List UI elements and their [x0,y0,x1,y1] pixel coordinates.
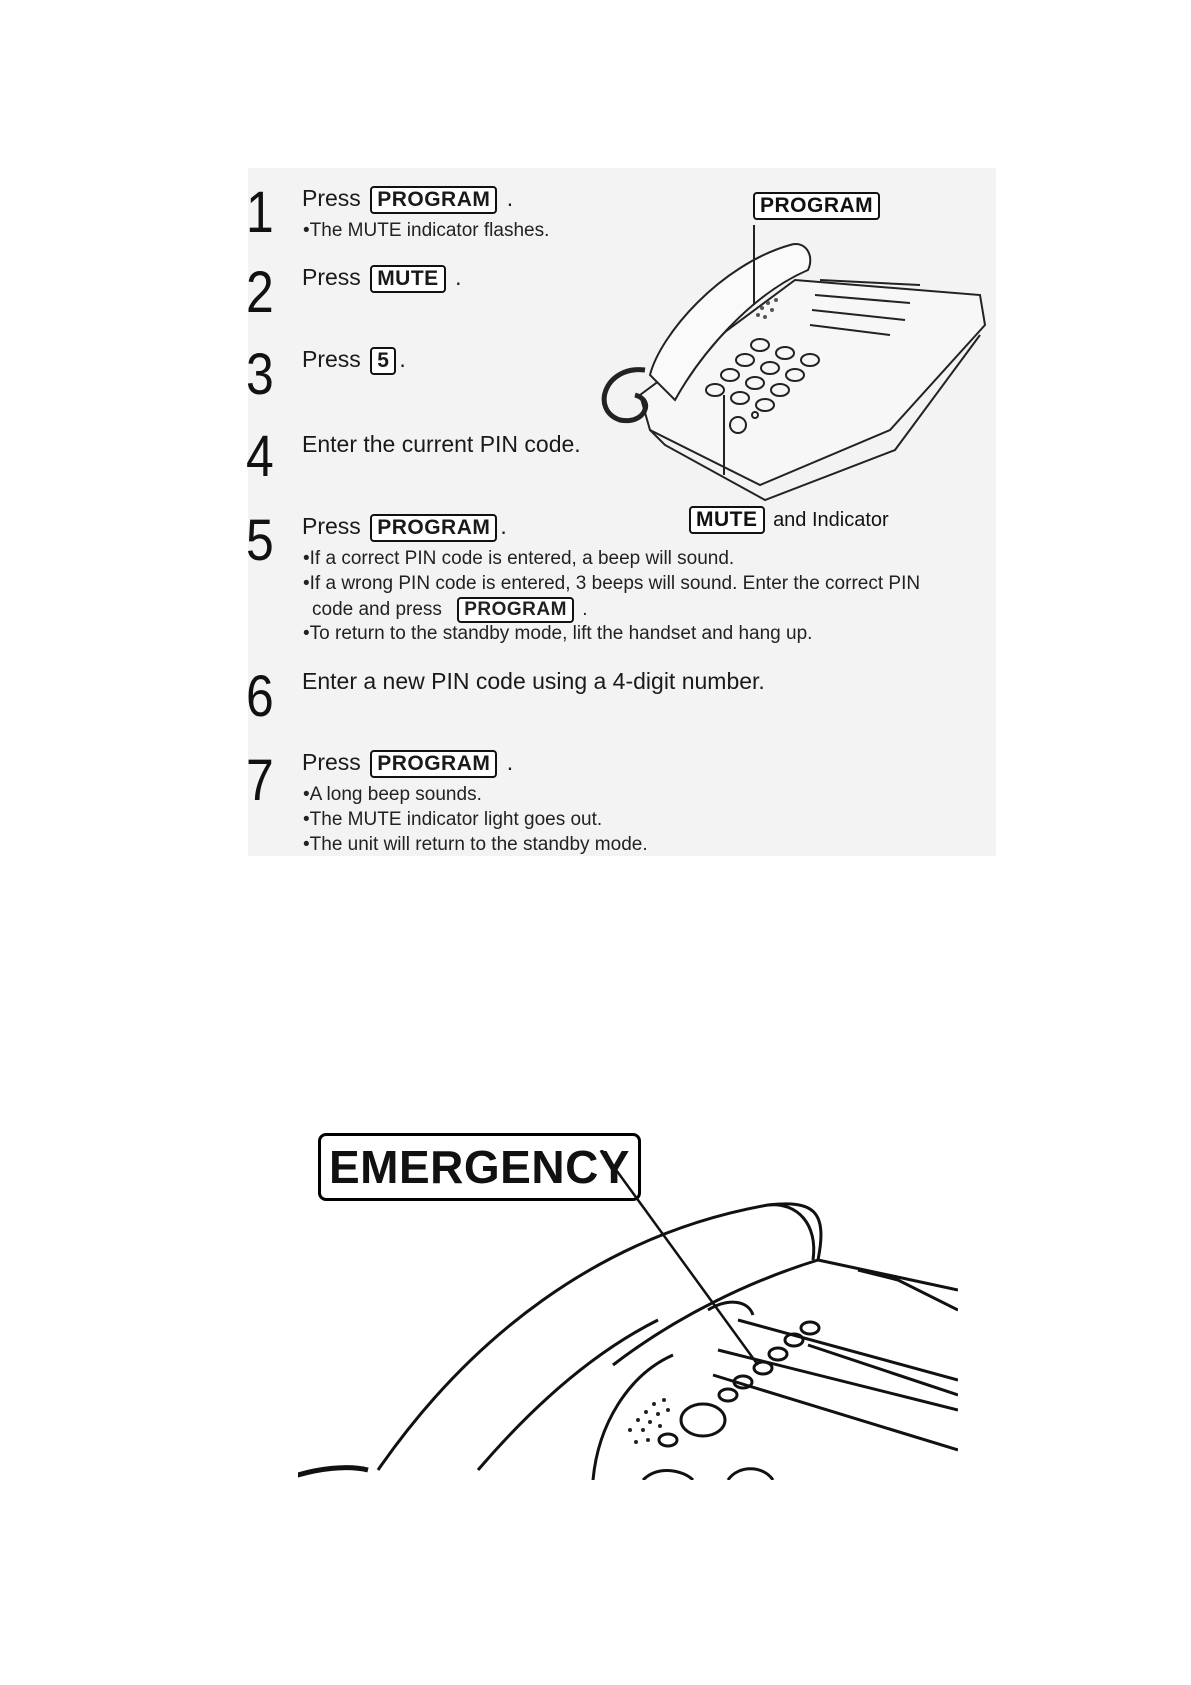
step-2-line: Press MUTE . [302,263,461,293]
step-2-after: . [455,264,462,290]
step-1-after: . [506,185,514,211]
step-7-bullet-1: •A long beep sounds. [303,784,482,805]
mute-callout: MUTE and Indicator [686,506,889,534]
step-1-line: Press PROGRAM . [302,184,513,214]
step-5-text: Press [302,513,361,539]
step-7-bullet-2: •The MUTE indicator light goes out. [303,809,603,830]
step-number-4: 4 [246,424,274,489]
mute-key: MUTE [689,506,765,534]
step-number-6: 6 [246,664,274,729]
step-5-bullet-4: •To return to the standby mode, lift the… [303,623,813,644]
program-key: PROGRAM [370,750,498,778]
step-5-bullet-3: code and press PROGRAM . [312,597,588,623]
telephone-illustration [601,225,987,502]
step-5-inline-after: . [582,599,588,620]
step-7-bullet-3: •The unit will return to the standby mod… [303,834,648,855]
step-3-line: Press 5. [302,345,406,375]
step-number-2: 2 [246,260,274,325]
step-7-line: Press PROGRAM . [302,748,513,778]
step-5-bullet-1: •If a correct PIN code is entered, a bee… [303,548,735,569]
program-key: PROGRAM [753,192,881,220]
emergency-phone-illustration [298,1150,958,1480]
step-number-1: 1 [246,180,274,245]
step-7-after: . [506,749,514,775]
program-key: PROGRAM [457,597,574,623]
program-callout: PROGRAM [750,192,883,220]
mute-callout-suffix: and Indicator [773,509,889,531]
program-key: PROGRAM [370,186,498,214]
step-4-text: Enter the current PIN code. [302,431,581,457]
emergency-key-label: EMERGENCY [318,1133,641,1201]
mute-key: MUTE [370,265,446,293]
step-1-text: Press [302,185,361,211]
step-6-text: Enter a new PIN code using a 4-digit num… [302,668,765,694]
step-number-3: 3 [246,342,274,407]
step-3-text: Press [302,346,361,372]
program-key: PROGRAM [370,514,498,542]
step-5-bullet-2: •If a wrong PIN code is entered, 3 beeps… [303,573,921,594]
step-1-bullet-1: •The MUTE indicator flashes. [303,220,550,241]
step-7-text: Press [302,749,361,775]
step-5-bullet-3-text: code and press [312,599,442,620]
step-number-5: 5 [246,508,274,573]
step-number-7: 7 [246,748,274,813]
step-5-line: Press PROGRAM. [302,512,507,542]
step-5-after: . [500,513,507,539]
digit-5-key: 5 [370,347,397,375]
step-3-after: . [399,346,406,372]
step-2-text: Press [302,264,361,290]
